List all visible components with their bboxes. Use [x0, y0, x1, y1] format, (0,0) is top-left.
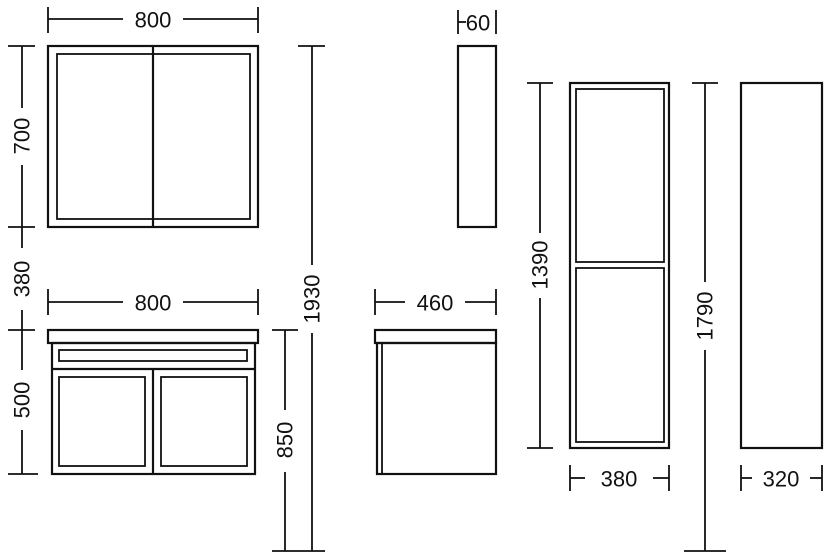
dim-total-height: 1930	[272, 45, 325, 552]
dim-tall-cabinet-floor-height: 1790	[684, 82, 726, 552]
dim-label: 320	[763, 467, 800, 492]
dim-label: 60	[466, 11, 490, 36]
dim-label: 800	[135, 291, 172, 316]
dim-vanity-width: 800	[47, 289, 259, 316]
mirror-cabinet-front	[46, 44, 260, 229]
tall-cabinet-front	[568, 81, 671, 450]
dim-vanity-floor-height: 850	[272, 329, 298, 551]
dim-tall-cabinet-width: 380	[569, 465, 670, 492]
dim-label: 500	[10, 382, 35, 419]
vanity-front	[46, 328, 260, 476]
dim-label: 380	[10, 261, 35, 298]
dim-tall-cabinet-height: 1390	[527, 82, 553, 449]
dim-label: 850	[273, 422, 298, 459]
dim-label: 1790	[693, 292, 718, 341]
dim-label: 800	[135, 8, 172, 33]
mirror-cabinet-side: 60	[456, 10, 498, 229]
tall-cabinet-side: 320	[739, 81, 824, 492]
dim-label: 1390	[528, 241, 553, 290]
dim-label: 1930	[300, 275, 325, 324]
dim-label: 700	[10, 118, 35, 155]
dim-label: 460	[417, 291, 454, 316]
dim-left-chain: 700 380 500	[8, 45, 38, 475]
dim-mirror-width: 800	[47, 7, 259, 33]
dim-label: 380	[601, 467, 638, 492]
vanity-side: 460	[373, 289, 498, 476]
